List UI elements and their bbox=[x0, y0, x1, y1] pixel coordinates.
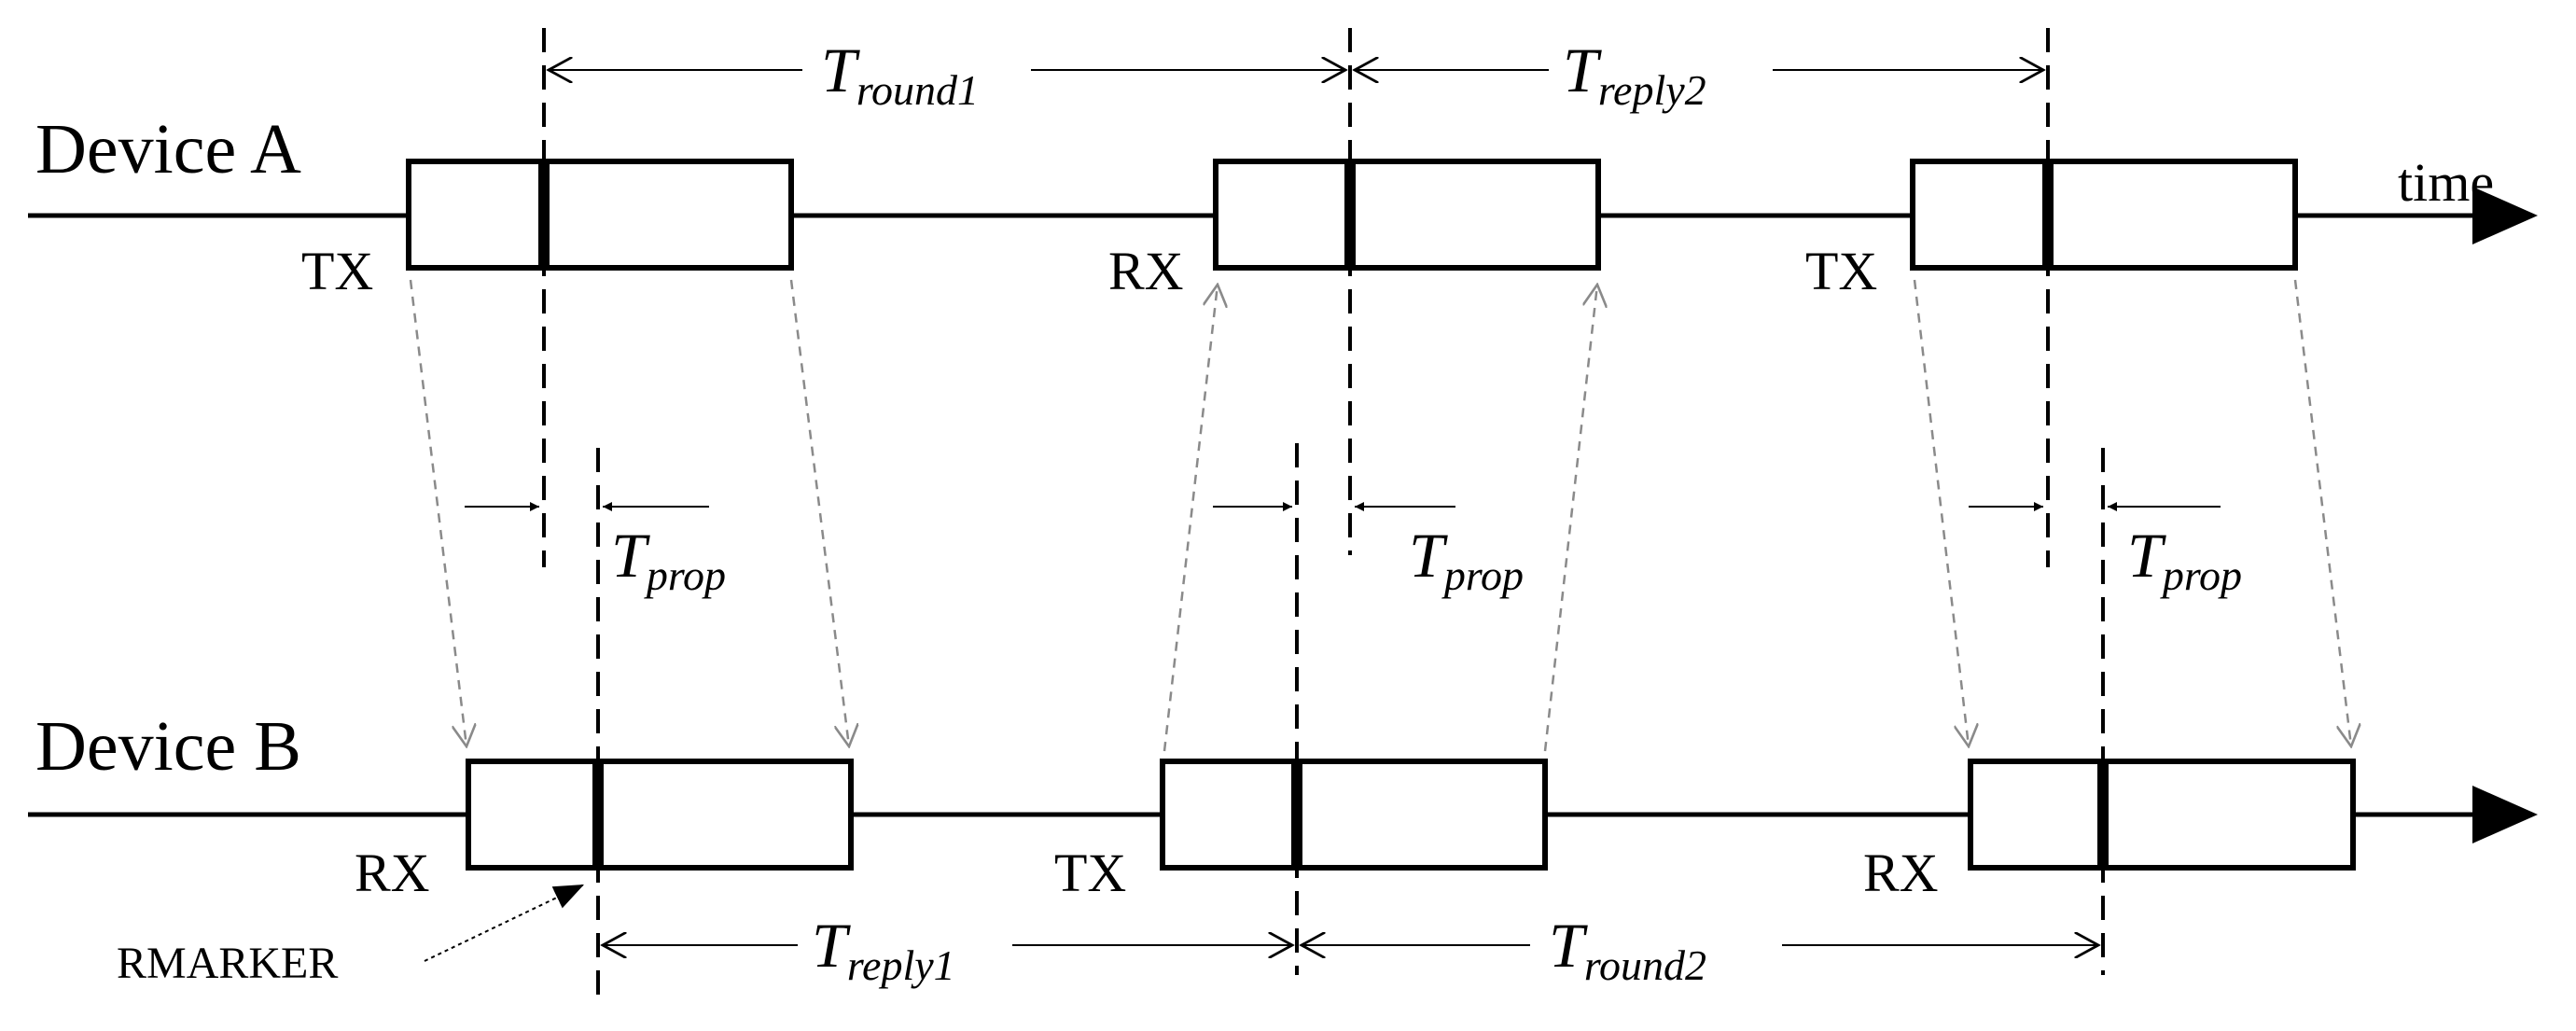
device-a-frame-1 bbox=[406, 159, 794, 271]
t-prop-label: Tprop bbox=[2127, 520, 2242, 599]
t-round1-label: Tround1 bbox=[821, 35, 979, 114]
device-a-frame-3 bbox=[1910, 159, 2298, 271]
signal-arrow bbox=[789, 279, 849, 746]
rmarker-label: RMARKER bbox=[117, 939, 338, 988]
frame-label-b3: RX bbox=[1863, 843, 1939, 903]
rmarker-bar bbox=[2097, 761, 2109, 868]
frame-label-a3: TX bbox=[1805, 241, 1877, 301]
device-a-frame-2 bbox=[1213, 159, 1601, 271]
signal-arrows bbox=[409, 279, 2351, 752]
device-a-label: Device A bbox=[35, 110, 301, 188]
rmarker-bar bbox=[1291, 761, 1302, 868]
signal-arrow bbox=[409, 279, 466, 746]
signal-arrow bbox=[1543, 285, 1597, 752]
device-b-frame-1 bbox=[466, 759, 854, 871]
t-prop-label: Tprop bbox=[611, 520, 726, 599]
t-prop-group-2: Tprop bbox=[1213, 502, 1524, 599]
device-b-frame-2 bbox=[1160, 759, 1548, 871]
rmarker-pointer-arrow-icon bbox=[424, 884, 585, 962]
time-axis-label: time bbox=[2398, 152, 2494, 213]
t-round2-label: Tround2 bbox=[1549, 910, 1706, 989]
frame-label-b2: TX bbox=[1054, 843, 1126, 903]
device-b-label: Device B bbox=[35, 707, 301, 786]
t-prop-group-3: Tprop bbox=[1969, 502, 2242, 599]
frame-label-a2: RX bbox=[1108, 241, 1184, 301]
frame-label-b1: RX bbox=[355, 843, 430, 903]
device-b-frame-3 bbox=[1968, 759, 2356, 871]
t-prop-label: Tprop bbox=[1409, 520, 1524, 599]
t-prop-group-1: Tprop bbox=[465, 502, 726, 599]
t-reply1-label: Treply1 bbox=[812, 910, 955, 989]
timeline-b-arrow-icon bbox=[2472, 786, 2538, 843]
t-reply2-label: Treply2 bbox=[1563, 35, 1706, 114]
signal-arrow bbox=[2293, 279, 2351, 746]
marker-dashed-lines bbox=[542, 28, 2105, 1008]
signal-arrow bbox=[1163, 285, 1218, 752]
frame-label-a1: TX bbox=[301, 241, 373, 301]
timeline-a-arrow-icon bbox=[2472, 187, 2538, 244]
rmarker-bar bbox=[592, 761, 604, 868]
signal-arrow bbox=[1913, 279, 1969, 746]
